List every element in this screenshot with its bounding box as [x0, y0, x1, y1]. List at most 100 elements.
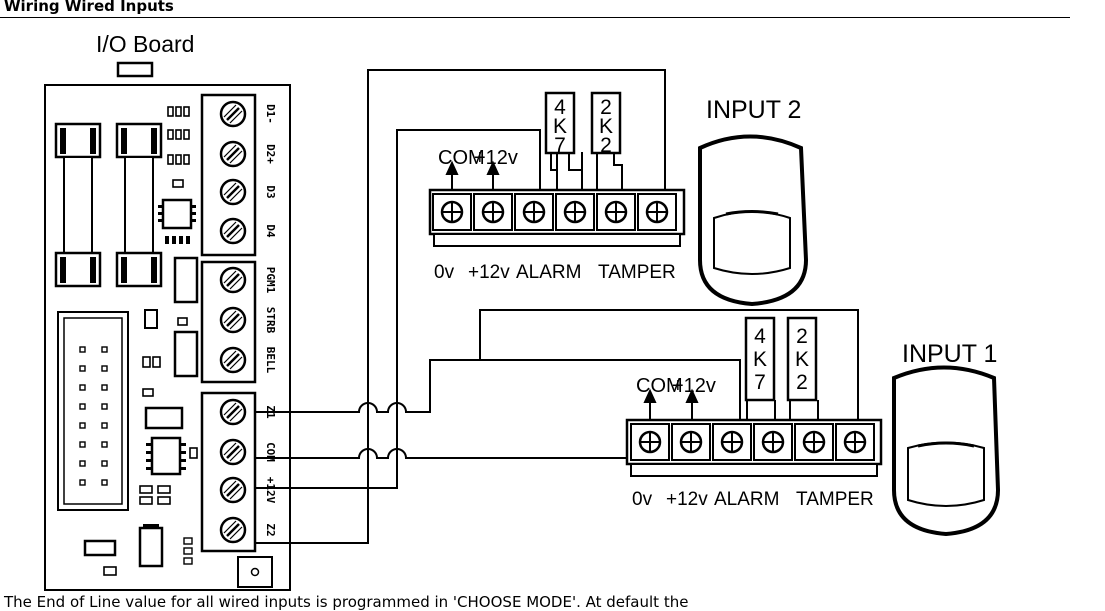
board-terminal-label: Z2	[264, 523, 277, 536]
board-screw-icon	[219, 140, 247, 168]
terminal-screw-icon	[440, 200, 464, 224]
header-pin	[101, 384, 108, 391]
board-terminal-label: D1-	[264, 104, 277, 124]
input1-resistor-2k2: 2 K 2	[786, 316, 818, 402]
terminal-screw-icon	[563, 200, 587, 224]
wire-z1	[255, 359, 741, 420]
board-screw-icon	[219, 306, 247, 334]
input2-terminal-strip	[428, 188, 686, 247]
input2-12v-bottom-label: +12v	[468, 262, 510, 283]
terminal-screw-icon	[638, 430, 662, 454]
header-pin	[79, 403, 86, 410]
wire-z2	[255, 69, 666, 544]
board-screw-icon	[219, 217, 247, 245]
header-pin	[101, 441, 108, 448]
input2-pir-sensor-icon	[698, 134, 809, 307]
input1-com-label: COM	[636, 375, 683, 397]
terminal-screw-icon	[843, 430, 867, 454]
ic-upper	[158, 198, 196, 244]
wire-input1-tamper	[479, 309, 859, 420]
heading-rule	[0, 17, 1070, 18]
input1-alarm-label: ALARM	[714, 489, 779, 510]
board-terminal-label: COM	[264, 442, 277, 462]
input2-res-b-3: 2	[600, 134, 612, 157]
ribbon-header	[57, 311, 129, 511]
section-heading: Wiring Wired Inputs	[4, 0, 174, 15]
input1-12v-label: +12v	[672, 375, 716, 397]
wire-com	[255, 448, 620, 459]
header-pin	[101, 365, 108, 372]
fuse-right	[115, 122, 163, 288]
input2-resistor-2k2: 2 K 2	[590, 91, 623, 172]
header-pin	[79, 422, 86, 429]
input2-alarm-label: ALARM	[516, 262, 581, 283]
header-pin	[101, 403, 108, 410]
header-pin	[79, 460, 86, 467]
board-terminal-label: D3	[264, 185, 277, 198]
terminal-screw-icon	[761, 430, 785, 454]
board-terminal-label: BELL	[264, 347, 277, 374]
header-pin	[101, 460, 108, 467]
input2-arrows	[445, 160, 500, 190]
board-screw-icon	[219, 346, 247, 374]
ic-lower	[146, 436, 186, 476]
terminal-screw-icon	[720, 430, 744, 454]
board-screw-icon	[219, 178, 247, 206]
header-pin	[79, 365, 86, 372]
input2-com-label: COM	[438, 147, 485, 169]
terminal-screw-icon	[645, 200, 669, 224]
input1-res-b-1: 2	[796, 325, 808, 348]
board-screw-icon	[219, 438, 247, 466]
wire-12v-input2	[255, 129, 541, 489]
component-bottom	[138, 526, 164, 568]
input1-pir-sensor-icon	[892, 365, 1001, 537]
board-terminal-label: STRB	[264, 307, 277, 334]
header-pin	[101, 479, 108, 486]
input1-title: INPUT 1	[902, 340, 997, 368]
input2-res-a-2: K	[553, 115, 567, 138]
input1-res-b-3: 2	[796, 371, 808, 394]
terminal-screw-icon	[481, 200, 505, 224]
input2-res-b-2: K	[599, 115, 613, 138]
input1-res-a-3: 7	[754, 371, 766, 394]
header-pin	[101, 346, 108, 353]
board-title: I/O Board	[96, 31, 195, 57]
input2-title: INPUT 2	[706, 96, 801, 124]
input2-tamper-label: TAMPER	[598, 262, 676, 283]
input2-res-a-3: 7	[554, 134, 566, 157]
board-connector	[116, 61, 154, 78]
board-screw-icon	[219, 100, 247, 128]
input2-res-a-1: 4	[554, 96, 566, 119]
footer-paragraph: The End of Line value for all wired inpu…	[4, 593, 689, 611]
board-terminal-label: PGM1	[264, 267, 277, 294]
input1-terminal-strip	[625, 418, 883, 477]
component-bell	[173, 330, 199, 378]
terminal-screw-icon	[522, 200, 546, 224]
header-pin	[79, 384, 86, 391]
component-z1	[144, 406, 184, 430]
input1-12v-bottom-label: +12v	[666, 489, 708, 510]
smd-array	[167, 106, 190, 188]
header-pin	[79, 479, 86, 486]
input1-arrows	[643, 388, 699, 420]
terminal-screw-icon	[604, 200, 628, 224]
board-screw-icon	[219, 266, 247, 294]
terminal-screw-icon	[679, 430, 703, 454]
input1-tamper-label: TAMPER	[796, 489, 874, 510]
jumper	[144, 309, 158, 329]
board-terminal-label: +12V	[264, 477, 277, 504]
input2-12v-label: +12v	[474, 147, 518, 169]
input2-0v-label: 0v	[434, 262, 455, 283]
input1-0v-label: 0v	[632, 489, 653, 510]
header-pin	[79, 346, 86, 353]
fuse-left	[54, 122, 102, 288]
input1-res-b-2: K	[795, 348, 809, 371]
terminal-screw-icon	[802, 430, 826, 454]
component-pgm	[173, 256, 199, 304]
input1-resistor-4k7: 4 K 7	[744, 316, 776, 402]
header-pin	[101, 422, 108, 429]
board-screw-icon	[219, 398, 247, 426]
header-pin	[79, 441, 86, 448]
